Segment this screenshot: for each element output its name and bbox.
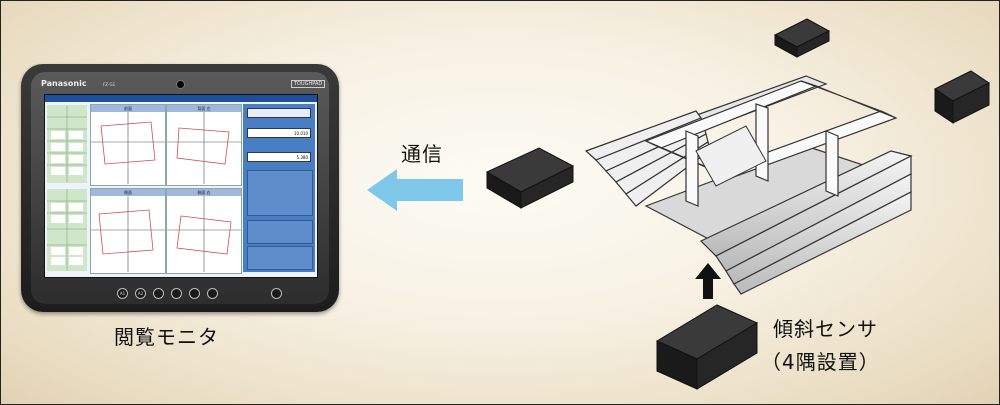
- tablet-badge: TOUGHPAD: [291, 80, 326, 88]
- app-titlebar: [45, 95, 317, 102]
- plot-panel-1: 前面: [90, 104, 166, 186]
- side-value-2: 5.380: [247, 152, 311, 162]
- plot-panel-3: 側面: [90, 188, 166, 274]
- tablet-model: FZ-G1: [103, 82, 116, 87]
- hw-button-3[interactable]: [153, 288, 164, 299]
- data-table-top-grid: [47, 105, 87, 183]
- plot-panel-4-header: 側面 右: [167, 189, 241, 196]
- plot-panel-3-chart: [91, 196, 165, 272]
- side-button-1[interactable]: [247, 170, 313, 216]
- sensor-caption-line1: 傾斜センサ: [773, 317, 878, 341]
- communication-arrow: [367, 169, 463, 211]
- tablet-device: Panasonic FZ-G1 TOUGHPAD: [21, 64, 339, 312]
- tablet-screen: 前面 背面 左 側面: [44, 94, 318, 278]
- communication-caption: 通信: [401, 142, 443, 166]
- plot-panel-1-chart: [91, 112, 165, 184]
- side-panel: 10.010 5.380: [243, 104, 315, 272]
- windows-icon[interactable]: [189, 288, 200, 299]
- plot-panel-1-header: 前面: [91, 105, 165, 112]
- plot-panel-2-chart: [167, 112, 241, 184]
- sensor-top: [773, 18, 831, 58]
- tablet-brand: Panasonic: [41, 79, 87, 88]
- support-structure: [584, 75, 913, 295]
- camera-icon: [176, 80, 185, 89]
- side-clock: [247, 108, 311, 118]
- sensor-pointer-arrow: [695, 263, 721, 299]
- plot-panel-2-header: 背面 左: [167, 105, 241, 112]
- side-button-3[interactable]: [247, 246, 313, 270]
- sensor-bottom: [655, 304, 759, 390]
- sensor-right: [934, 70, 990, 124]
- side-value-1: 10.010: [247, 128, 311, 138]
- hw-button-4[interactable]: [171, 288, 182, 299]
- side-button-2[interactable]: [247, 220, 313, 244]
- plot-panel-4: 側面 右: [166, 188, 242, 274]
- data-table-top: [47, 105, 87, 183]
- data-table-bottom-grid: [47, 189, 87, 271]
- sensor-left: [485, 147, 575, 209]
- rotate-lock-icon[interactable]: [207, 288, 218, 299]
- plot-panel-3-header: 側面: [91, 189, 165, 196]
- sensor-caption-line2: （4隅設置）: [761, 350, 880, 374]
- hw-button-a1[interactable]: A1: [117, 288, 128, 299]
- plot-panel-2: 背面 左: [166, 104, 242, 186]
- plot-panel-4-chart: [167, 196, 241, 272]
- monitor-caption: 閲覧モニタ: [114, 325, 219, 349]
- data-table-bottom: [47, 189, 87, 271]
- power-icon[interactable]: [271, 288, 282, 299]
- tablet-bezel: Panasonic FZ-G1 TOUGHPAD: [31, 72, 329, 304]
- hw-button-a2[interactable]: A2: [135, 288, 146, 299]
